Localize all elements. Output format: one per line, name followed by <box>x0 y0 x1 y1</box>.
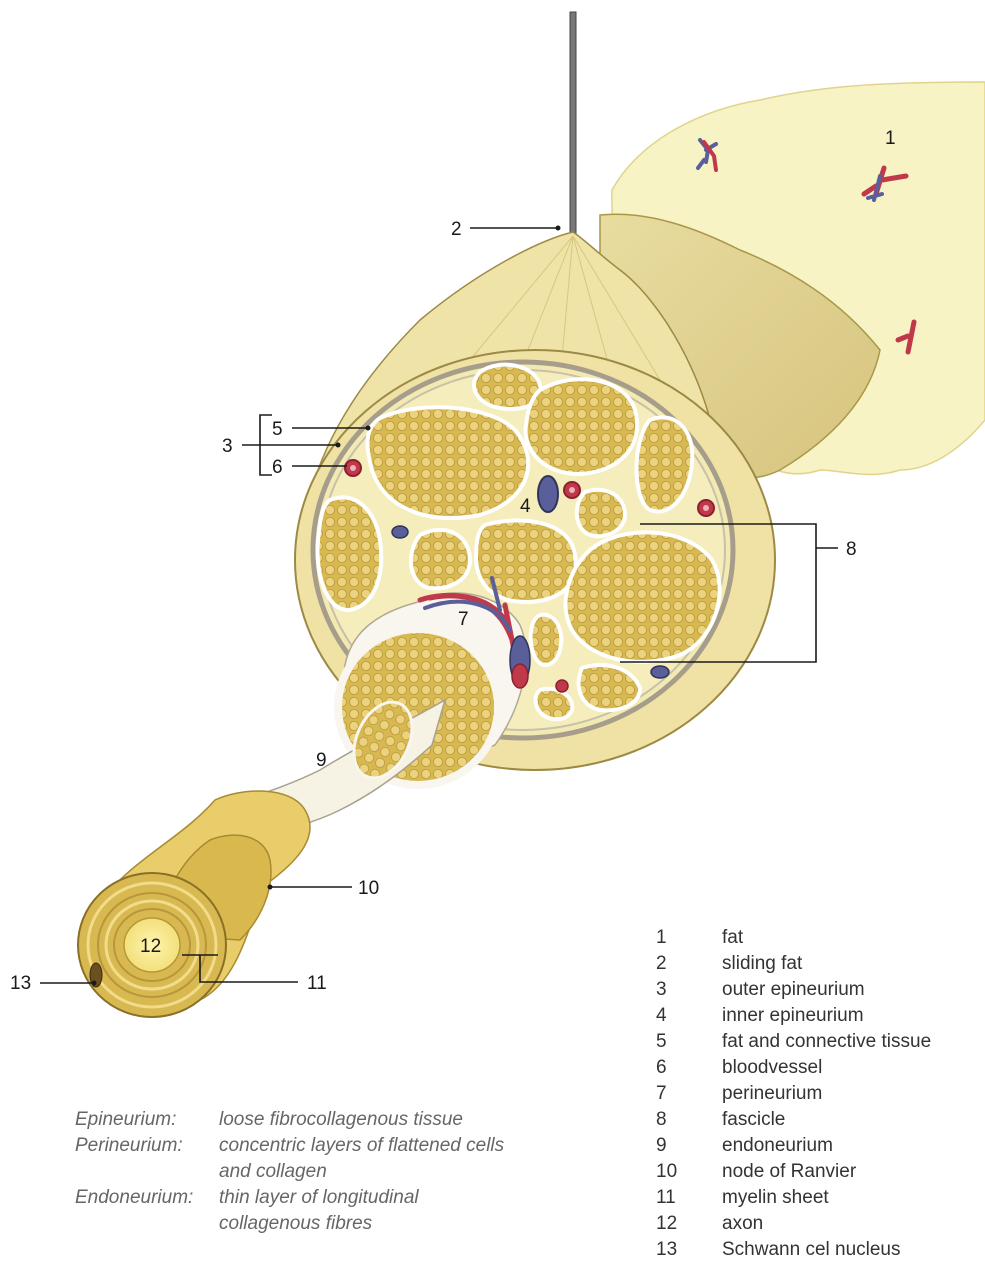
legend-label: outer epineurium <box>722 977 865 1003</box>
legend-number: 8 <box>656 1107 696 1133</box>
definition-text: loose fibrocollagenous tissue <box>219 1107 463 1133</box>
definition-term: Perineurium: <box>75 1133 183 1159</box>
callout-3: 3 <box>222 436 233 457</box>
legend-number: 7 <box>656 1081 696 1107</box>
fascicle <box>317 497 381 610</box>
definition-term: Endoneurium: <box>75 1185 193 1211</box>
legend-label: myelin sheet <box>722 1185 829 1211</box>
legend-number: 13 <box>656 1237 696 1263</box>
callout-13: 13 <box>10 973 31 994</box>
legend-label: bloodvessel <box>722 1055 822 1081</box>
fascicle <box>531 615 562 665</box>
legend-number: 6 <box>656 1055 696 1081</box>
legend-number: 3 <box>656 977 696 1003</box>
callout-6: 6 <box>272 457 283 478</box>
legend-label: node of Ranvier <box>722 1159 856 1185</box>
legend-number: 12 <box>656 1211 696 1237</box>
legend-label: axon <box>722 1211 763 1237</box>
legend-label: perineurium <box>722 1081 822 1107</box>
legend-label: inner epineurium <box>722 1003 864 1029</box>
fascicle <box>367 407 528 518</box>
legend-label: Schwann cel nucleus <box>722 1237 901 1263</box>
callout-8: 8 <box>846 539 857 560</box>
legend-number: 10 <box>656 1159 696 1185</box>
callout-12: 12 <box>140 936 161 957</box>
fascicle <box>476 520 576 602</box>
legend-number: 9 <box>656 1133 696 1159</box>
legend-label: fat and connective tissue <box>722 1029 931 1055</box>
callout-4: 4 <box>520 496 531 517</box>
definition-text: and collagen <box>219 1159 327 1185</box>
callout-2: 2 <box>451 219 462 240</box>
definition-text: thin layer of longitudinal <box>219 1185 419 1211</box>
callout-10: 10 <box>358 878 379 899</box>
definition-text: collagenous fibres <box>219 1211 372 1237</box>
legend-number: 11 <box>656 1185 696 1211</box>
legend-number: 1 <box>656 925 696 951</box>
definition-term: Epineurium: <box>75 1107 176 1133</box>
fascicle <box>577 490 625 537</box>
legend-label: fascicle <box>722 1107 785 1133</box>
callout-7: 7 <box>458 609 469 630</box>
fascicle <box>566 532 720 662</box>
definition-text: concentric layers of flattened cells <box>219 1133 504 1159</box>
callout-11: 11 <box>307 973 327 994</box>
callout-5: 5 <box>272 419 283 440</box>
legend-number: 4 <box>656 1003 696 1029</box>
probe-needle <box>570 12 576 234</box>
fascicle <box>411 530 470 588</box>
fascicle <box>526 379 638 474</box>
legend-label: sliding fat <box>722 951 802 977</box>
legend-number: 5 <box>656 1029 696 1055</box>
callout-9: 9 <box>316 750 327 771</box>
fascicle <box>536 689 573 720</box>
legend-label: fat <box>722 925 743 951</box>
legend-label: endoneurium <box>722 1133 833 1159</box>
callout-1: 1 <box>885 128 896 149</box>
legend-number: 2 <box>656 951 696 977</box>
